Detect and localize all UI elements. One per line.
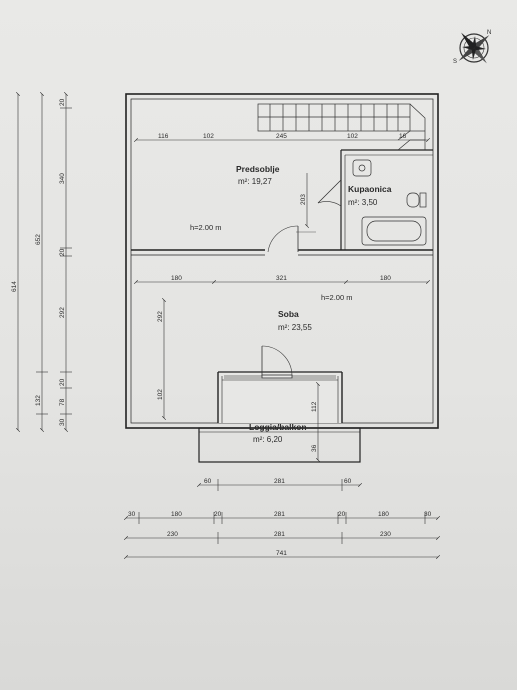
dim-bottom-230b: 230 (380, 531, 391, 538)
dim-bottom-180b: 180 (378, 511, 389, 518)
dim-bottom-741: 741 (276, 550, 287, 557)
dim-loggia-112: 112 (311, 401, 318, 412)
dim-top-102b: 102 (347, 133, 358, 140)
room-name-predsoblje: Predsoblje (236, 164, 280, 174)
dim-mid-321: 321 (276, 275, 287, 282)
dim-left-340: 340 (59, 173, 66, 184)
compass-letter-s: S (453, 59, 457, 65)
bottom-dimension-chains (123, 479, 441, 560)
height-label-upper: h=2.00 m (190, 223, 221, 232)
doors (261, 179, 342, 379)
dim-left-652: 652 (35, 234, 42, 245)
dim-left-20a: 20 (59, 98, 66, 106)
bathtub-icon (361, 216, 427, 246)
compass-letter-n: N (487, 30, 491, 36)
dim-top-102a: 102 (203, 133, 214, 140)
room-name-loggia: Loggia/balkon (249, 422, 307, 432)
room-area-kupaonica: m²: 3,50 (348, 198, 378, 207)
dim-left-614: 614 (11, 281, 18, 292)
dim-left-20c: 20 (59, 378, 66, 386)
compass-rose-icon: N S (453, 30, 491, 65)
bathroom-fixtures (352, 159, 427, 246)
dim-bottom-180a: 180 (171, 511, 182, 518)
dim-bottom-60b: 60 (344, 478, 352, 485)
room-area-loggia: m²: 6,20 (253, 435, 283, 444)
dim-left-78: 78 (59, 398, 66, 406)
dim-bottom-230a: 230 (167, 531, 178, 538)
left-dimension-chains (15, 91, 72, 433)
dim-bottom-20a: 20 (214, 511, 222, 518)
room-name-soba: Soba (278, 309, 299, 319)
internal-dimension-lines (133, 137, 431, 463)
dim-top-116: 116 (158, 133, 169, 140)
dim-bottom-60a: 60 (204, 478, 212, 485)
dim-soba-292: 292 (157, 311, 164, 322)
dim-left-20b: 20 (59, 248, 66, 256)
dim-bottom-281c: 281 (274, 531, 285, 538)
dim-top-245: 245 (276, 133, 287, 140)
toilet-icon (406, 192, 420, 208)
dim-bottom-20b: 20 (338, 511, 346, 518)
dim-left-30: 30 (59, 418, 66, 426)
dim-loggia-36: 36 (311, 444, 318, 452)
dim-left-292: 292 (59, 307, 66, 318)
dim-mid-180a: 180 (171, 275, 182, 282)
height-label-lower: h=2.00 m (321, 293, 352, 302)
dim-mid-180b: 180 (380, 275, 391, 282)
walls (125, 93, 439, 463)
dim-bottom-30b: 30 (424, 511, 432, 518)
dim-bottom-281b: 281 (274, 511, 285, 518)
dim-top-16: 16 (399, 133, 407, 140)
dim-bottom-30a: 30 (128, 511, 136, 518)
dim-bottom-281a: 281 (274, 478, 285, 485)
room-name-kupaonica: Kupaonica (348, 184, 392, 194)
dim-left-132: 132 (35, 395, 42, 406)
dim-soba-102: 102 (157, 389, 164, 400)
room-area-predsoblje: m²: 19,27 (238, 177, 272, 186)
staircase (257, 103, 426, 151)
washbasin-icon (352, 159, 372, 177)
room-area-soba: m²: 23,55 (278, 323, 312, 332)
dim-door-203: 203 (300, 194, 307, 205)
